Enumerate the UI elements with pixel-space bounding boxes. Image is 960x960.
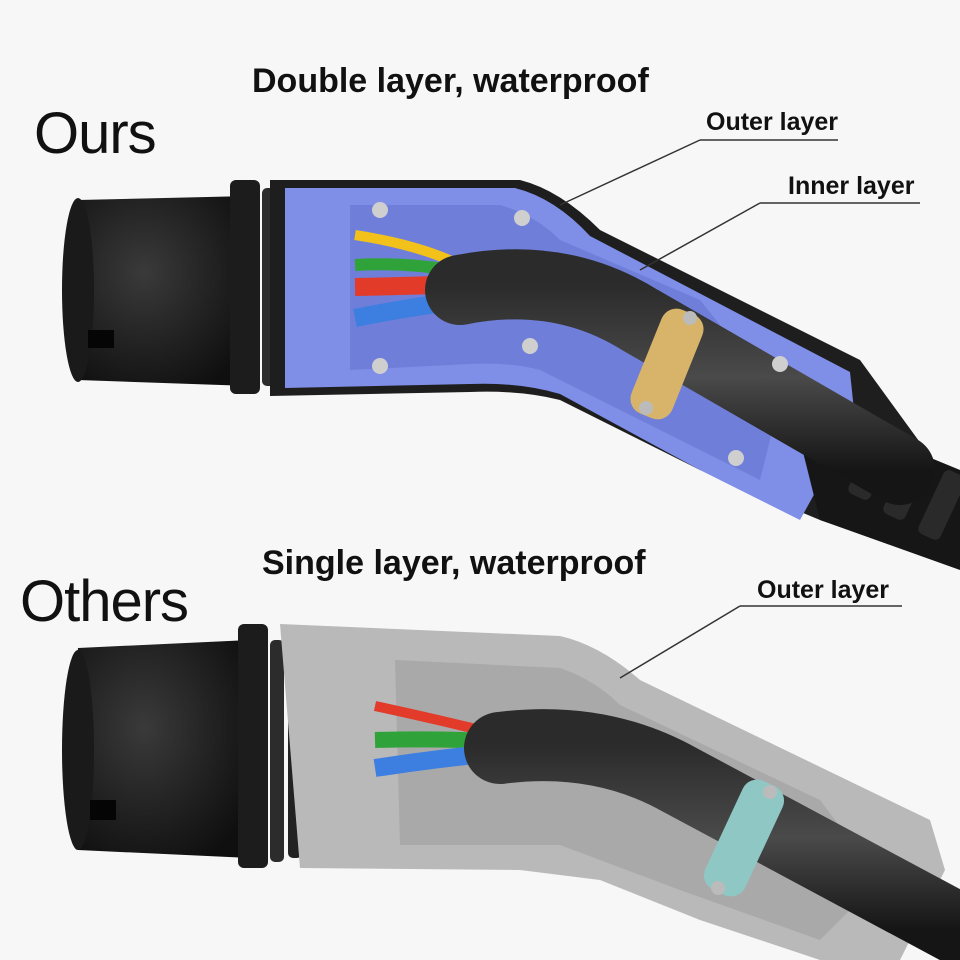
- top-clamp: [630, 308, 704, 420]
- bottom-clamp: [703, 779, 785, 897]
- others-label: Others: [20, 569, 189, 634]
- bottom-callout-outer-layer: Outer layer: [757, 576, 890, 604]
- bottom-connector-nose: [73, 640, 250, 858]
- top-headline: Double layer, waterproof: [252, 62, 649, 100]
- top-callout-inner-layer: Inner layer: [788, 172, 915, 200]
- ours-label: Ours: [34, 101, 157, 166]
- bottom-connector: [62, 605, 960, 960]
- bottom-headline: Single layer, waterproof: [262, 544, 646, 582]
- bottom-main-cable: [464, 709, 960, 960]
- top-main-cable: [425, 249, 935, 505]
- top-connector: [62, 139, 960, 570]
- top-connector-nose: [73, 196, 250, 386]
- top-callout-outer-layer: Outer layer: [706, 108, 839, 136]
